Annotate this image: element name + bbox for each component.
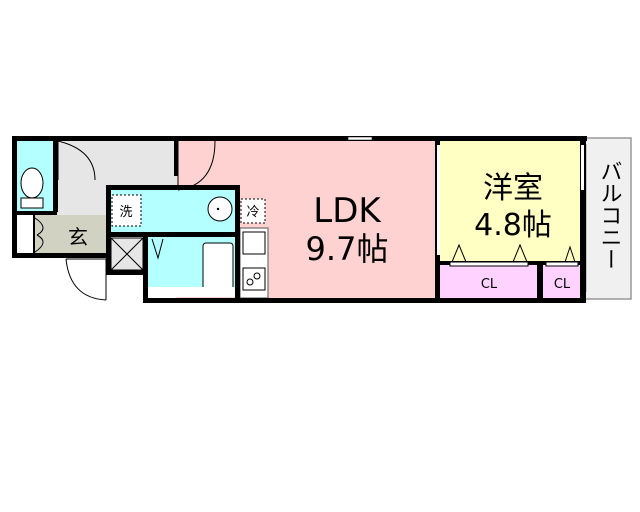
toilet [15,141,55,211]
closet-1-label: CL [481,277,498,292]
fridge-label: 冷 [246,205,259,220]
window [581,145,584,190]
bathtub-icon [202,242,234,292]
entrance-label: 玄 [68,225,88,249]
western-room-label: 洋室 [483,171,543,206]
sink-icon [207,196,233,222]
storage-box [110,237,144,271]
ldk-size: 9.7帖 [306,230,389,268]
window [347,136,373,141]
shoe-closet [14,215,34,255]
closet-2-label: CL [554,277,571,292]
stove-icon [246,278,254,286]
washer-label: 洗 [119,205,132,220]
washer-space [111,194,142,227]
fridge-space [240,198,266,224]
closet-2 [543,265,583,300]
closet-1 [440,265,538,300]
balcony-label: バルコニー [597,160,622,270]
door-arcs [34,140,216,301]
entrance [35,215,108,255]
window [437,145,440,255]
ldk-label: LDK [313,191,382,231]
closet-door-marks [449,243,579,267]
western-room-size: 4.8帖 [474,208,552,243]
kitchen-counter [239,227,269,299]
western-room [439,140,583,262]
